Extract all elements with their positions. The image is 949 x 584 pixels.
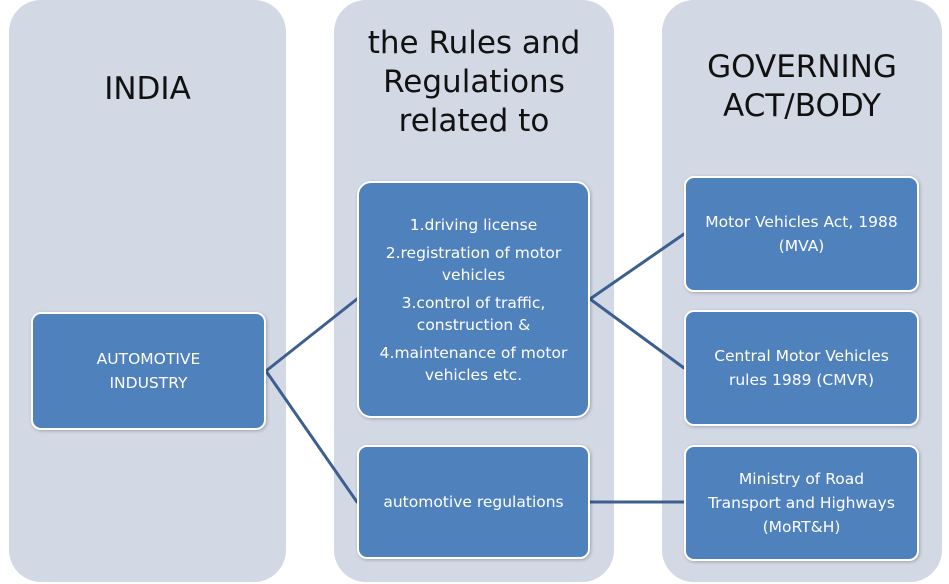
node-mort-h: Ministry of Road Transport and Highways …	[684, 445, 919, 561]
rule-item-maintenance: 4.maintenance of motor vehicles etc.	[379, 343, 568, 384]
node-label-line: AUTOMOTIVE	[96, 350, 201, 368]
rule-item-registration: 2.registration of motor vehicles	[385, 243, 562, 284]
node-label: automotive regulations	[383, 493, 564, 511]
rule-item-traffic-control: 3.control of traffic, construction &	[401, 293, 546, 334]
header-line: the Rules and	[367, 25, 581, 61]
header-text: INDIA	[104, 71, 191, 107]
column-header-governing: GOVERNING ACT/BODY	[662, 48, 942, 126]
header-line: Regulations	[383, 64, 565, 100]
node-label: Central Motor Vehicles rules 1989 (CMVR)	[714, 347, 889, 389]
column-header-rules: the Rules and Regulations related to	[334, 24, 614, 141]
column-india: INDIA	[9, 0, 286, 582]
header-line: related to	[398, 103, 550, 139]
node-label: Ministry of Road Transport and Highways …	[708, 470, 895, 536]
node-label: Motor Vehicles Act, 1988 (MVA)	[705, 213, 898, 255]
node-rules-list: 1.driving license 2.registration of moto…	[357, 181, 590, 418]
header-line: GOVERNING	[707, 49, 897, 85]
column-header-india: INDIA	[9, 70, 286, 109]
node-automotive-industry: AUTOMOTIVE INDUSTRY	[31, 312, 266, 430]
node-label-line: INDUSTRY	[109, 374, 188, 392]
node-cmvr: Central Motor Vehicles rules 1989 (CMVR)	[684, 310, 919, 426]
rule-item-driving-license: 1.driving license	[409, 215, 538, 234]
node-automotive-regulations: automotive regulations	[357, 445, 590, 559]
header-line: ACT/BODY	[723, 88, 881, 124]
node-motor-vehicles-act: Motor Vehicles Act, 1988 (MVA)	[684, 176, 919, 292]
